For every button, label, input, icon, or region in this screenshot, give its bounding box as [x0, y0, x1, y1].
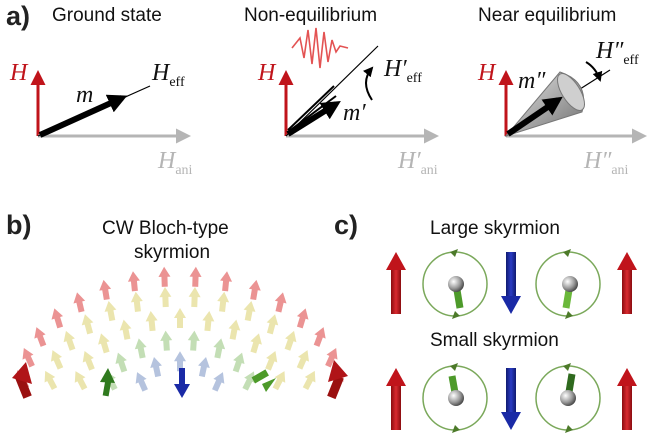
spin-arrow	[248, 279, 261, 301]
spin-arrow	[104, 300, 117, 322]
up-arrow-right	[617, 368, 637, 430]
large-skyrmion-row	[386, 249, 637, 319]
spin-arrow	[188, 286, 201, 308]
spin-arrow	[51, 308, 64, 329]
h-ani-double-prime-label: H″ani	[584, 148, 629, 178]
edge-arrow-right	[327, 360, 348, 400]
spin-arrow	[325, 348, 338, 368]
ground-state-diagram	[30, 70, 191, 144]
m-label: m	[76, 82, 94, 108]
spin-arrow	[250, 333, 262, 354]
spin-arrow	[74, 371, 88, 391]
down-arrow-center	[501, 252, 521, 314]
rotation-arrow	[362, 66, 374, 101]
spin-arrow	[243, 300, 256, 322]
spin-arrow	[296, 350, 310, 370]
dome-arrows	[16, 266, 344, 392]
skyrmion-comparison	[386, 249, 637, 433]
up-arrow-right	[617, 252, 637, 314]
spin-arrow	[160, 330, 173, 351]
bloch-skyrmion-illustration	[12, 266, 348, 400]
spin-arrow	[98, 333, 110, 354]
green-arrow-right	[251, 369, 276, 392]
spin-arrow	[174, 351, 186, 372]
spin-arrow	[265, 350, 278, 371]
spin-arrow	[119, 319, 132, 340]
green-arrow-left	[100, 368, 115, 397]
spin-arrow	[159, 286, 172, 308]
h-eff-prime-label: H′eff	[384, 56, 422, 86]
panel-c-title-large: Large skyrmion	[430, 218, 560, 239]
spin-arrow	[266, 314, 279, 335]
spin-arrow	[198, 356, 210, 378]
h-axis-label: H	[258, 60, 276, 86]
spin-arrow	[313, 327, 326, 347]
h-eff-double-prime-label: H″eff	[596, 38, 639, 68]
spin-arrow	[99, 279, 112, 301]
small-skyrmion-row	[386, 363, 637, 433]
spin-arrow	[158, 266, 171, 287]
spin-arrow	[284, 330, 297, 351]
spin-arrow	[274, 292, 287, 313]
down-arrow-center	[501, 368, 521, 430]
h-ani-label: Hani	[158, 148, 193, 178]
non-equilibrium-diagram	[278, 27, 439, 144]
spin-arrow	[228, 319, 241, 340]
spin-arrow	[63, 330, 76, 351]
m-prime-label: m′	[343, 100, 366, 126]
h-axis-label: H	[478, 60, 496, 86]
panel-a-label: a)	[6, 1, 31, 31]
spin-arrow	[150, 356, 162, 378]
rotation-arrow	[585, 61, 603, 82]
panel-c-label: c)	[334, 210, 359, 240]
magnetization-arrow	[286, 100, 341, 137]
spin-arrow	[187, 330, 200, 351]
up-arrow-left	[386, 368, 406, 430]
panel-c-title-small: Small skyrmion	[430, 330, 559, 351]
magnetization-arrow	[38, 94, 128, 138]
spin-arrow	[242, 371, 255, 391]
spin-arrow	[135, 372, 148, 392]
spin-arrow	[220, 271, 233, 292]
spin-arrow	[134, 338, 147, 359]
spin-arrow	[212, 372, 225, 392]
spin-arrow	[44, 370, 58, 390]
spin-arrow	[296, 308, 309, 329]
spin-arrow	[130, 291, 143, 312]
title-non-equilibrium: Non-equilibrium	[244, 5, 378, 26]
h-axis-label: H	[10, 60, 28, 86]
spin-arrow	[145, 310, 158, 332]
spin-arrow	[174, 308, 186, 328]
m-double-prime-label: m″	[518, 68, 546, 94]
h-ani-prime-label: H′ani	[398, 148, 438, 178]
spin-arrow	[213, 338, 226, 359]
title-near-equilibrium: Near equilibrium	[478, 5, 617, 26]
spin-arrow	[272, 371, 286, 391]
field-pulse-icon	[291, 27, 349, 69]
spin-arrow	[115, 352, 128, 373]
h-eff-label: Heff	[152, 60, 185, 90]
edge-arrow-left	[12, 362, 32, 399]
up-arrow-left	[386, 252, 406, 314]
panel-b-label: b)	[6, 210, 32, 240]
spin-arrow	[232, 352, 245, 373]
spin-arrow	[81, 314, 94, 335]
panel-b-title-line2: skyrmion	[134, 242, 211, 263]
spin-arrow	[82, 350, 95, 371]
panel-b-title-line1: CW Bloch-type	[102, 218, 229, 239]
near-equilibrium-diagram	[498, 61, 647, 144]
title-ground-state: Ground state	[52, 5, 162, 26]
spin-arrow	[189, 266, 202, 287]
spin-arrow	[50, 350, 64, 370]
spin-arrow	[217, 291, 230, 312]
spin-arrow	[73, 292, 86, 313]
magnetization-arrow	[506, 96, 563, 137]
spin-arrow	[302, 370, 316, 390]
spin-arrow	[22, 348, 35, 368]
spin-arrow	[127, 271, 140, 292]
core-down-arrow	[174, 368, 190, 398]
spin-arrow	[202, 310, 215, 332]
spin-arrow	[34, 327, 47, 347]
